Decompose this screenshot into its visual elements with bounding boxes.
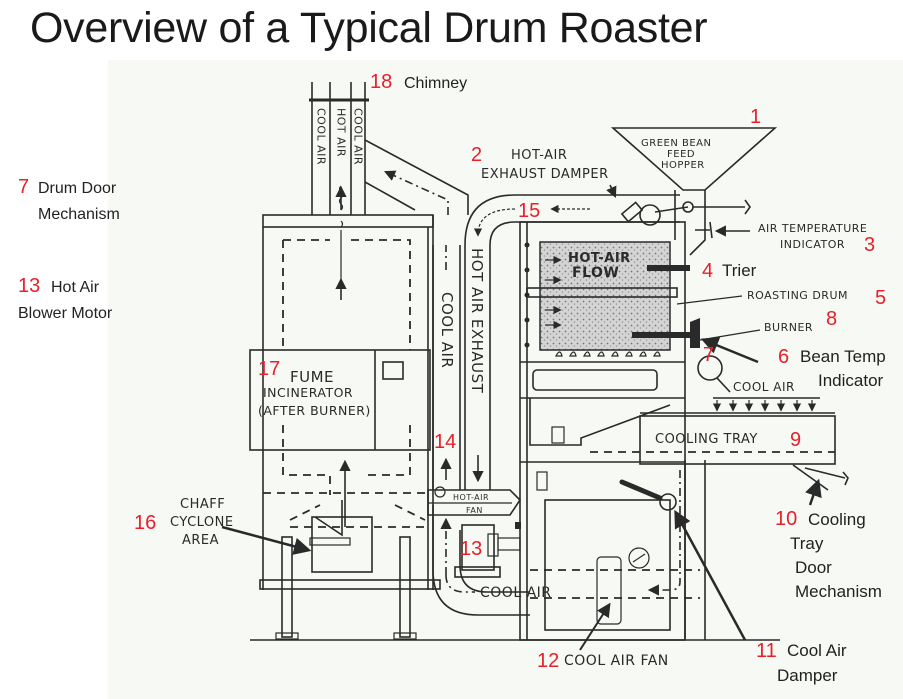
- callout-16-number: 16: [134, 512, 156, 534]
- incinerator-tower: FUME INCINERATOR (AFTER BURNER): [249, 214, 780, 641]
- callout-10-label-3: Door: [795, 558, 832, 577]
- callout-8-number: 8: [826, 308, 837, 330]
- hopper-label-3: HOPPER: [661, 160, 705, 171]
- roasting-drum-label: ROASTING DRUM: [747, 289, 848, 302]
- incinerator-label-3: (AFTER BURNER): [258, 403, 371, 418]
- burner-flames: [555, 351, 661, 357]
- callout-14-number: 14: [434, 431, 456, 453]
- callout-5-number: 5: [875, 287, 886, 309]
- hot-air-flow-label-2: FLOW: [572, 265, 619, 281]
- callout-18-label: Chimney: [404, 75, 467, 92]
- callout-10-label-2: Tray: [790, 534, 824, 553]
- hopper-label-2: FEED: [667, 149, 695, 160]
- callout-10-number: 10: [775, 508, 797, 530]
- callout-10-label-4: Mechanism: [795, 582, 882, 601]
- callout-6-label-2: Indicator: [818, 371, 884, 390]
- chaff-label-3: AREA: [182, 533, 219, 548]
- incinerator-label-1: FUME: [290, 368, 334, 386]
- ducts: COOL AIR HOT AIR EXHAUST COOL AIR: [432, 194, 680, 616]
- hot-air-flow-label-1: HOT-AIR: [568, 251, 631, 266]
- incinerator-label-2: INCINERATOR: [263, 385, 353, 400]
- blower-motor: [461, 524, 495, 571]
- callout-11-number: 11: [756, 640, 777, 662]
- callout-4-label: Trier: [722, 261, 757, 280]
- chimney-right-label: COOL AIR: [352, 108, 365, 165]
- hopper: GREEN BEAN FEED HOPPER: [606, 127, 778, 256]
- callout-2-number: 2: [471, 144, 482, 166]
- callout-13-motor-number: 13: [460, 538, 482, 560]
- hot-air-fan: HOT-AIR FAN: [427, 486, 522, 578]
- callout-arrows: [221, 337, 822, 651]
- callout-17-number: 17: [258, 358, 280, 380]
- cooling-tray-label: COOLING TRAY: [655, 432, 758, 447]
- callout-7-label-1: Drum Door: [38, 180, 117, 197]
- burner-label: BURNER: [764, 321, 813, 334]
- callout-3-number: 3: [864, 234, 875, 256]
- callout-11-label-2: Damper: [777, 666, 838, 685]
- callout-13-label-2: Blower Motor: [18, 305, 113, 322]
- callout-11-label-1: Cool Air: [787, 641, 847, 660]
- air-temp-label-1: AIR TEMPERATURE: [758, 222, 867, 235]
- callout-7-label-2: Mechanism: [38, 206, 120, 223]
- callout-13-number: 13: [18, 275, 40, 297]
- chaff-label-2: CYCLONE: [170, 515, 234, 530]
- cool-air-bottom-label: COOL AIR: [480, 585, 552, 601]
- page-title: Overview of a Typical Drum Roaster: [30, 4, 708, 52]
- cool-air-fan-label: COOL AIR FAN: [564, 653, 669, 669]
- exhaust-damper-label-1: HOT-AIR: [511, 148, 567, 163]
- hopper-label-1: GREEN BEAN: [641, 138, 712, 149]
- fume-incinerator-box: [249, 349, 431, 451]
- hot-air-fan-label-1: HOT-AIR: [453, 493, 489, 502]
- cool-air-arrows: [712, 400, 817, 412]
- chimney: COOL AIR HOT AIR COOL AIR: [309, 82, 469, 215]
- chaff-label-1: CHAFF: [180, 497, 225, 512]
- callout-4-number: 4: [702, 260, 713, 282]
- hot-air-exhaust-label: HOT AIR EXHAUST: [468, 248, 486, 394]
- callout-7-door-number: 7: [703, 344, 714, 366]
- callout-15-number: 15: [518, 200, 540, 222]
- callout-10-label-1: Cooling: [808, 510, 866, 529]
- cool-air-top-label: COOL AIR: [733, 380, 795, 394]
- callout-6-label-1: Bean Temp: [800, 347, 886, 366]
- chimney-mid-label: HOT AIR: [335, 108, 348, 157]
- bean-temp-probe: [632, 265, 731, 393]
- callout-7-number: 7: [18, 176, 29, 198]
- hot-air-fan-label-2: FAN: [466, 506, 483, 515]
- exhaust-damper-label-2: EXHAUST DAMPER: [481, 167, 609, 182]
- callout-6-number: 6: [778, 346, 789, 368]
- roaster-body: HOT-AIR FLOW: [519, 221, 706, 641]
- chimney-left-label: COOL AIR: [315, 108, 328, 165]
- air-temp-label-2: INDICATOR: [780, 238, 845, 251]
- callout-18-number: 18: [370, 71, 392, 93]
- callout-12-number: 12: [537, 650, 559, 672]
- callout-9-number: 9: [790, 429, 801, 451]
- callout-1-number: 1: [750, 106, 761, 128]
- cooling-tray: COOLING TRAY: [590, 412, 849, 491]
- cool-air-duct-label: COOL AIR: [438, 292, 456, 368]
- callout-13-label-1: Hot Air: [51, 279, 100, 296]
